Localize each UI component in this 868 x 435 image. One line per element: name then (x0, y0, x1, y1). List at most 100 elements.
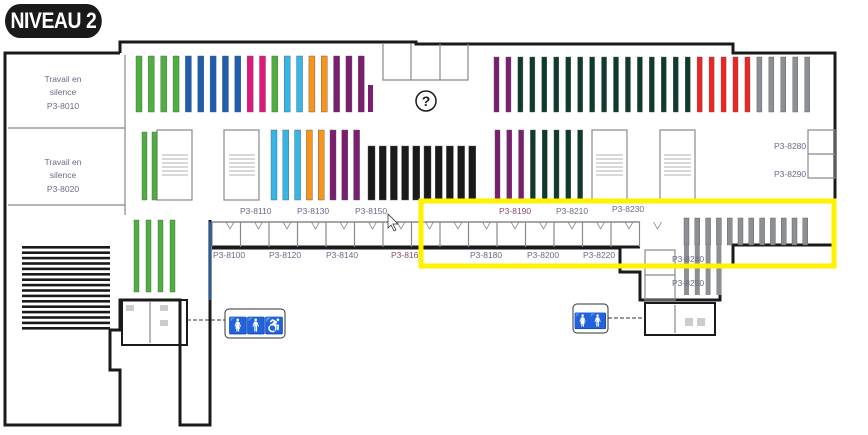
shelf-darkgreen (553, 56, 559, 113)
shelf-gray (791, 217, 798, 246)
shelf-darkgreen (541, 56, 547, 113)
shelf-darkgreen (565, 129, 571, 201)
room-8250[interactable]: P3-8250 (672, 278, 704, 288)
room-8020-line2: silence (50, 170, 77, 180)
room-8110[interactable]: P3-8110 (240, 206, 272, 216)
door-icon (396, 221, 406, 230)
shelf-purple (493, 56, 500, 113)
shelf-lightblue (270, 129, 278, 201)
room-8240[interactable]: P3-8240 (672, 254, 704, 264)
shelf-darkgreen (649, 56, 655, 113)
room-8230[interactable]: P3-8230 (612, 204, 644, 214)
door-icon (368, 221, 377, 230)
room-8210[interactable]: P3-8210 (556, 206, 588, 216)
shelf-lightblue (296, 55, 303, 113)
shelf-green (141, 131, 148, 201)
shelf-darkgreen (661, 56, 667, 113)
shelf-black-horizontal (22, 316, 110, 319)
shelf-gray (694, 245, 700, 295)
room-8220[interactable]: P3-8220 (583, 250, 615, 260)
room-8100[interactable]: P3-8100 (213, 250, 245, 260)
restroom-block-left (121, 299, 188, 346)
door-icon (653, 221, 662, 230)
door-icon (311, 221, 320, 230)
shelf-darkgreen (637, 56, 643, 113)
shelf-black-horizontal (22, 246, 110, 249)
shelf-gray (705, 245, 711, 295)
shelf-green (151, 131, 158, 201)
shelf-black (435, 145, 443, 201)
shelf-black-horizontal (22, 267, 110, 271)
shelf-black-horizontal (22, 289, 110, 292)
highlight-box (418, 198, 837, 269)
shelf-blue (185, 55, 192, 113)
shelf-black-horizontal (22, 294, 110, 298)
men-restroom-icon: 🚹 (589, 312, 608, 330)
room-8020-code[interactable]: P3-8020 (47, 184, 79, 194)
door-icon (510, 221, 520, 230)
shelf-darkgreen (542, 129, 548, 201)
room-8160[interactable]: P3-8160 (391, 250, 423, 260)
shelf-darkgreen (577, 56, 583, 113)
shelf-black (468, 145, 476, 201)
help-icon[interactable] (415, 90, 437, 112)
shelf-black (412, 145, 420, 201)
room-8010-line1: Travail en (44, 74, 81, 84)
restroom-block-right (644, 302, 716, 336)
door-icon (254, 221, 263, 230)
accessible-icon: ♿ (264, 316, 284, 335)
shelf-purple (333, 55, 340, 113)
shelf-gray (781, 217, 787, 246)
room-8020-line1: Travail en (44, 157, 81, 167)
stairwell-right (591, 129, 696, 201)
shelf-darkgreen (589, 56, 595, 113)
shelf-lightblue (284, 55, 291, 113)
shelf-blue (234, 55, 242, 113)
shelf-gray (768, 56, 775, 113)
shelf-green (160, 55, 167, 113)
help-symbol: ? (422, 93, 431, 109)
shelf-black-horizontal (22, 256, 110, 260)
room-8200[interactable]: P3-8200 (527, 250, 559, 260)
door-icon (282, 221, 292, 230)
shelf-green (135, 55, 143, 113)
room-8010-line2: silence (50, 87, 77, 97)
shelf-red (732, 56, 739, 113)
shelf-black (367, 145, 376, 201)
door-icon (339, 221, 349, 230)
room-8180[interactable]: P3-8180 (470, 250, 502, 260)
room-8120[interactable]: P3-8120 (269, 250, 301, 260)
shelf-gray (716, 245, 722, 295)
shelf-gray (756, 56, 763, 113)
shelf-black-horizontal (22, 327, 110, 330)
shelf-black-horizontal (22, 300, 110, 303)
room-8150[interactable]: P3-8150 (355, 206, 387, 216)
bookshelves (133, 55, 810, 295)
room-8140[interactable]: P3-8140 (326, 250, 358, 260)
shelf-green (271, 55, 279, 113)
door-icon (225, 221, 235, 230)
room-8280[interactable]: P3-8280 (774, 141, 806, 151)
room-8010-code[interactable]: P3-8010 (47, 101, 79, 111)
room-8290[interactable]: P3-8290 (774, 169, 806, 179)
room-8190[interactable]: P3-8190 (499, 206, 531, 216)
shelf-red (744, 56, 751, 113)
shelf-orange (318, 129, 325, 201)
study-room-row (211, 221, 662, 249)
shelf-purple (494, 129, 501, 201)
shelf-black-horizontal (22, 305, 110, 308)
shelf-lightblue (282, 129, 289, 201)
room-8130[interactable]: P3-8130 (297, 206, 329, 216)
shelf-green (133, 219, 140, 293)
shelf-pink (259, 55, 266, 113)
shelf-purple (505, 56, 512, 113)
door-icon (453, 221, 463, 230)
shelf-black (379, 145, 387, 201)
shelf-gray (759, 217, 765, 246)
shelf-purple (368, 85, 373, 112)
restroom-sign-right: 🚺 🚹 (572, 303, 609, 334)
shelf-gray (705, 217, 711, 246)
info-desk-marker[interactable]: ? (415, 90, 437, 112)
shelf-green (172, 55, 180, 113)
